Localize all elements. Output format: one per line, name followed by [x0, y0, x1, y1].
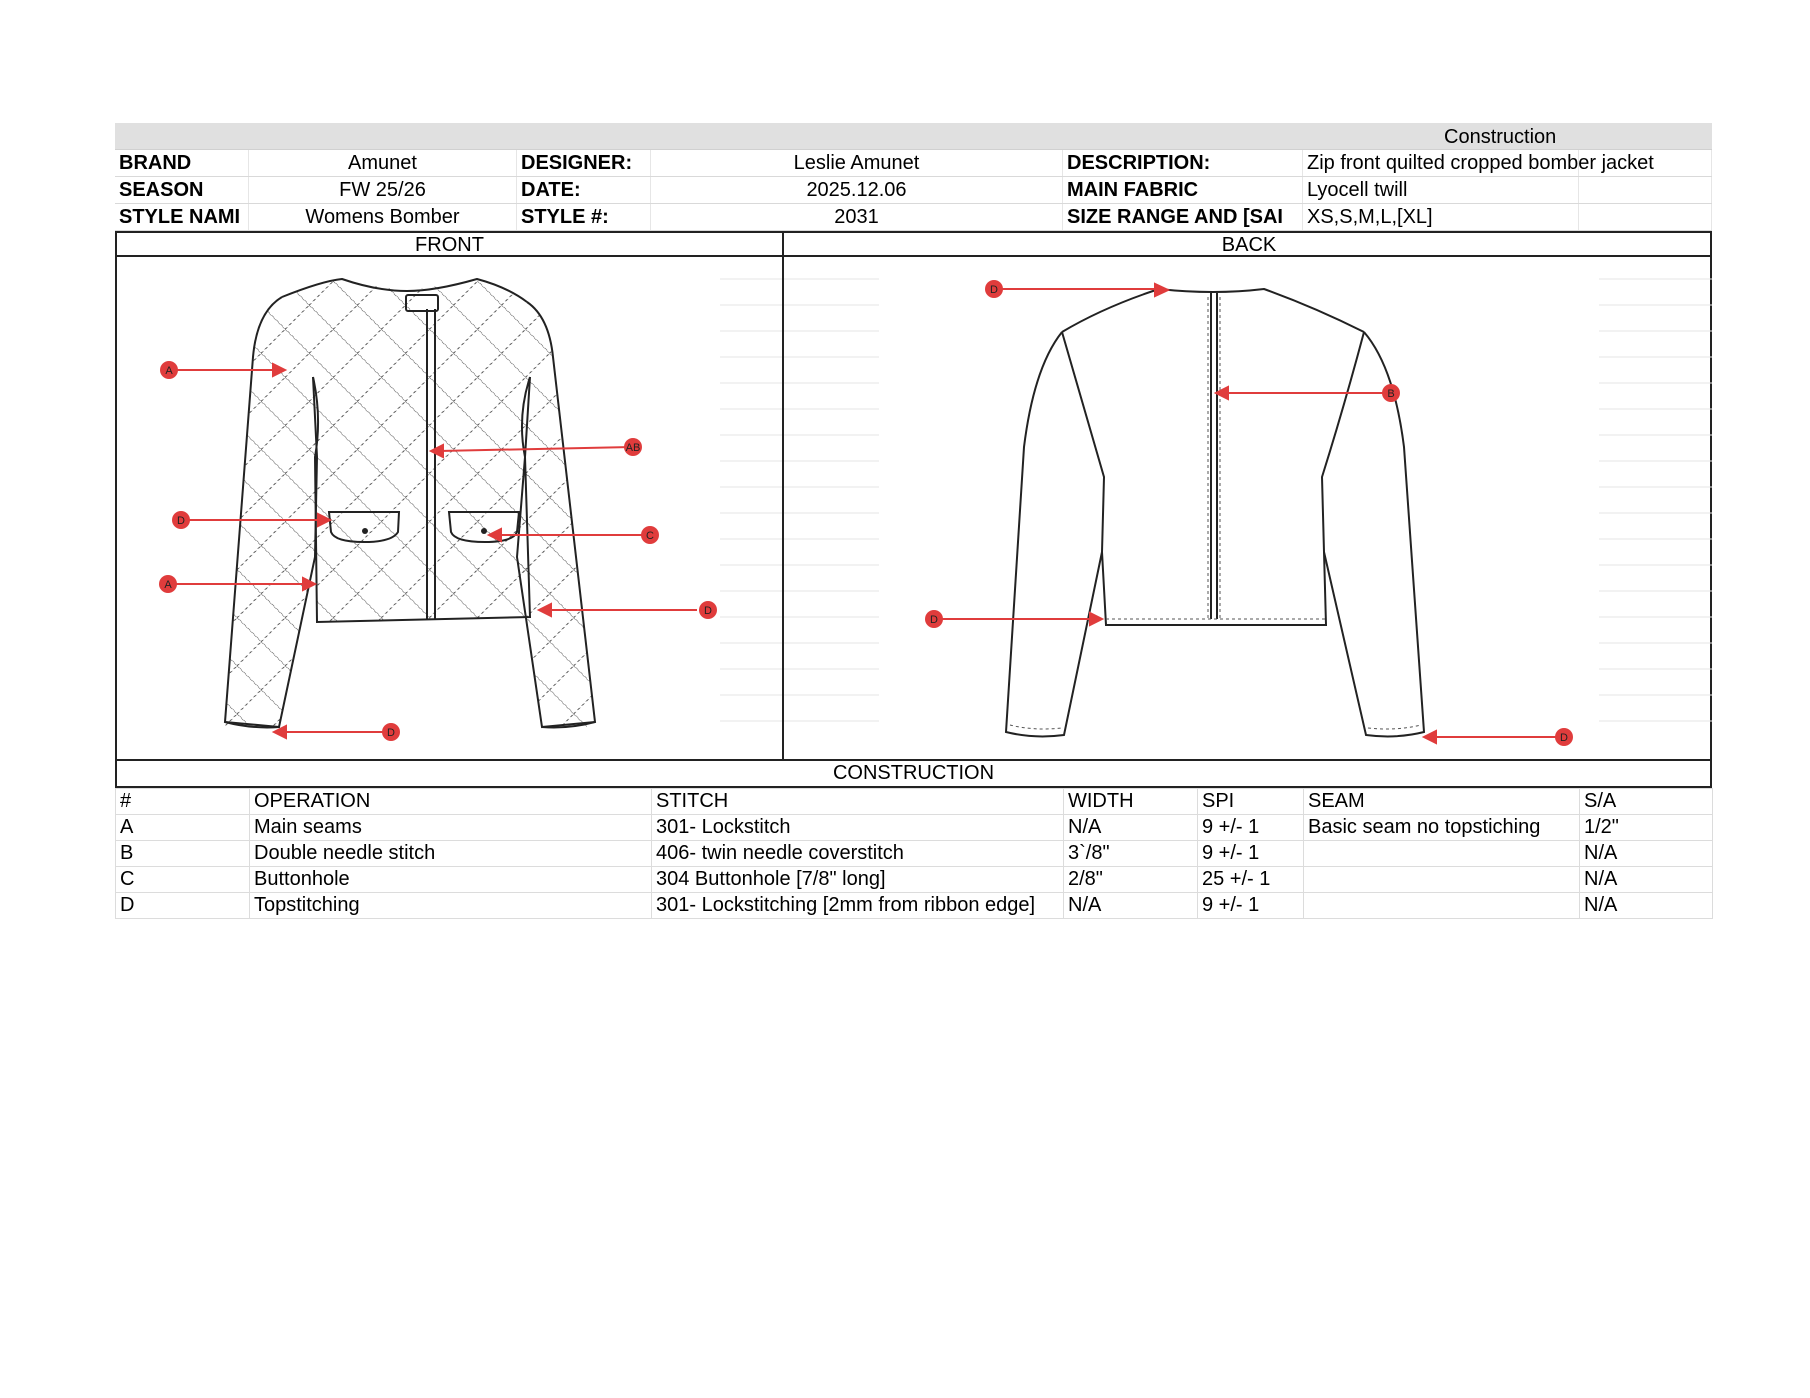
section-band: Construction — [115, 123, 1712, 150]
style-name-label: STYLE NAMI — [115, 204, 249, 230]
view-headers: FRONT BACK — [115, 231, 1712, 257]
row-width: N/A — [1063, 892, 1198, 919]
description-value: Zip front quilted cropped bomber jacket — [1303, 150, 1654, 176]
column-header: S/A — [1579, 788, 1713, 815]
column-header: SPI — [1197, 788, 1304, 815]
row-width: N/A — [1063, 814, 1198, 841]
callout-d-label: D — [177, 515, 185, 527]
back-jacket-sketch: D B D D — [784, 278, 1712, 746]
row-stitch: 304 Buttonhole [7/8" long] — [651, 866, 1064, 893]
construction-title: CONSTRUCTION — [115, 761, 1712, 788]
style-name-value: Womens Bomber — [249, 204, 517, 230]
callout-b-label: B — [1387, 388, 1394, 400]
empty-cell — [1579, 204, 1712, 230]
style-number-label: STYLE #: — [517, 204, 651, 230]
row-id: A — [115, 814, 250, 841]
table-row: D Topstitching 301- Lockstitching [2mm f… — [115, 892, 1713, 919]
date-label: DATE: — [517, 177, 651, 203]
callout-d-label: D — [387, 727, 395, 739]
row-stitch: 301- Lockstitching [2mm from ribbon edge… — [651, 892, 1064, 919]
row-seam — [1303, 866, 1580, 893]
row-operation: Double needle stitch — [249, 840, 652, 867]
row-seam — [1303, 892, 1580, 919]
row-sa: N/A — [1579, 866, 1713, 893]
table-row: A Main seams 301- Lockstitch N/A 9 +/- 1… — [115, 814, 1713, 841]
style-number-value: 2031 — [651, 204, 1063, 230]
row-spi: 25 +/- 1 — [1197, 866, 1304, 893]
front-label: FRONT — [117, 233, 784, 257]
size-range-label: SIZE RANGE AND [SAI — [1063, 204, 1303, 230]
flat-sketch-area: A AB D C A D D — [115, 257, 1712, 761]
season-label: SEASON — [115, 177, 249, 203]
description-label: DESCRIPTION: — [1063, 150, 1303, 176]
row-operation: Topstitching — [249, 892, 652, 919]
back-callout-arrows — [934, 282, 1564, 745]
season-value: FW 25/26 — [249, 177, 517, 203]
designer-value: Leslie Amunet — [651, 150, 1063, 176]
row-spi: 9 +/- 1 — [1197, 840, 1304, 867]
empty-cell — [1579, 150, 1712, 176]
callout-d-label: D — [704, 605, 712, 617]
column-header: WIDTH — [1063, 788, 1198, 815]
row-sa: N/A — [1579, 840, 1713, 867]
table-row: B Double needle stitch 406- twin needle … — [115, 840, 1713, 867]
brand-label: BRAND — [115, 150, 249, 176]
header-row-style: STYLE NAMI Womens Bomber STYLE #: 2031 S… — [115, 204, 1712, 231]
back-label: BACK — [1221, 234, 1277, 256]
row-operation: Buttonhole — [249, 866, 652, 893]
section-title: Construction — [1444, 126, 1557, 148]
row-id: C — [115, 866, 250, 893]
column-header: SEAM — [1303, 788, 1580, 815]
callout-d-label: D — [930, 614, 938, 626]
column-header: # — [115, 788, 250, 815]
brand-value: Amunet — [249, 150, 517, 176]
main-fabric-label: MAIN FABRIC — [1063, 177, 1303, 203]
header-row-season: SEASON FW 25/26 DATE: 2025.12.06 MAIN FA… — [115, 177, 1712, 204]
row-seam: Basic seam no topstiching — [1303, 814, 1580, 841]
table-header-row: # OPERATION STITCH WIDTH SPI SEAM S/A — [115, 788, 1713, 815]
callout-a-label: A — [164, 579, 172, 591]
row-id: D — [115, 892, 250, 919]
table-row: C Buttonhole 304 Buttonhole [7/8" long] … — [115, 866, 1713, 893]
designer-label: DESIGNER: — [517, 150, 651, 176]
date-value: 2025.12.06 — [651, 177, 1063, 203]
construction-table: # OPERATION STITCH WIDTH SPI SEAM S/A A … — [115, 788, 1713, 919]
front-view: A AB D C A D D — [117, 257, 784, 759]
main-fabric-value: Lyocell twill — [1303, 177, 1579, 203]
row-width: 3`/8" — [1063, 840, 1198, 867]
column-header: STITCH — [651, 788, 1064, 815]
row-stitch: 301- Lockstitch — [651, 814, 1064, 841]
callout-d-label: D — [1560, 732, 1568, 744]
row-seam — [1303, 840, 1580, 867]
callout-c-label: C — [646, 530, 654, 542]
row-sa: N/A — [1579, 892, 1713, 919]
front-callout-arrows — [169, 362, 697, 740]
column-header: OPERATION — [249, 788, 652, 815]
row-stitch: 406- twin needle coverstitch — [651, 840, 1064, 867]
row-spi: 9 +/- 1 — [1197, 892, 1304, 919]
callout-a-label: A — [165, 365, 173, 377]
row-width: 2/8" — [1063, 866, 1198, 893]
size-range-value: XS,S,M,L,[XL] — [1303, 204, 1579, 230]
front-jacket-sketch: A AB D C A D D — [159, 277, 782, 741]
row-sa: 1/2" — [1579, 814, 1713, 841]
row-id: B — [115, 840, 250, 867]
grid-lines — [720, 278, 782, 722]
row-spi: 9 +/- 1 — [1197, 814, 1304, 841]
grid-lines — [784, 278, 1712, 722]
callout-d-label: D — [990, 284, 998, 296]
header-row-brand: BRAND Amunet DESIGNER: Leslie Amunet DES… — [115, 150, 1712, 177]
tech-pack-sheet: Construction BRAND Amunet DESIGNER: Lesl… — [115, 123, 1713, 919]
back-view: D B D D — [784, 257, 1714, 759]
empty-cell — [1579, 177, 1712, 203]
row-operation: Main seams — [249, 814, 652, 841]
callout-ab-label: AB — [626, 442, 641, 454]
